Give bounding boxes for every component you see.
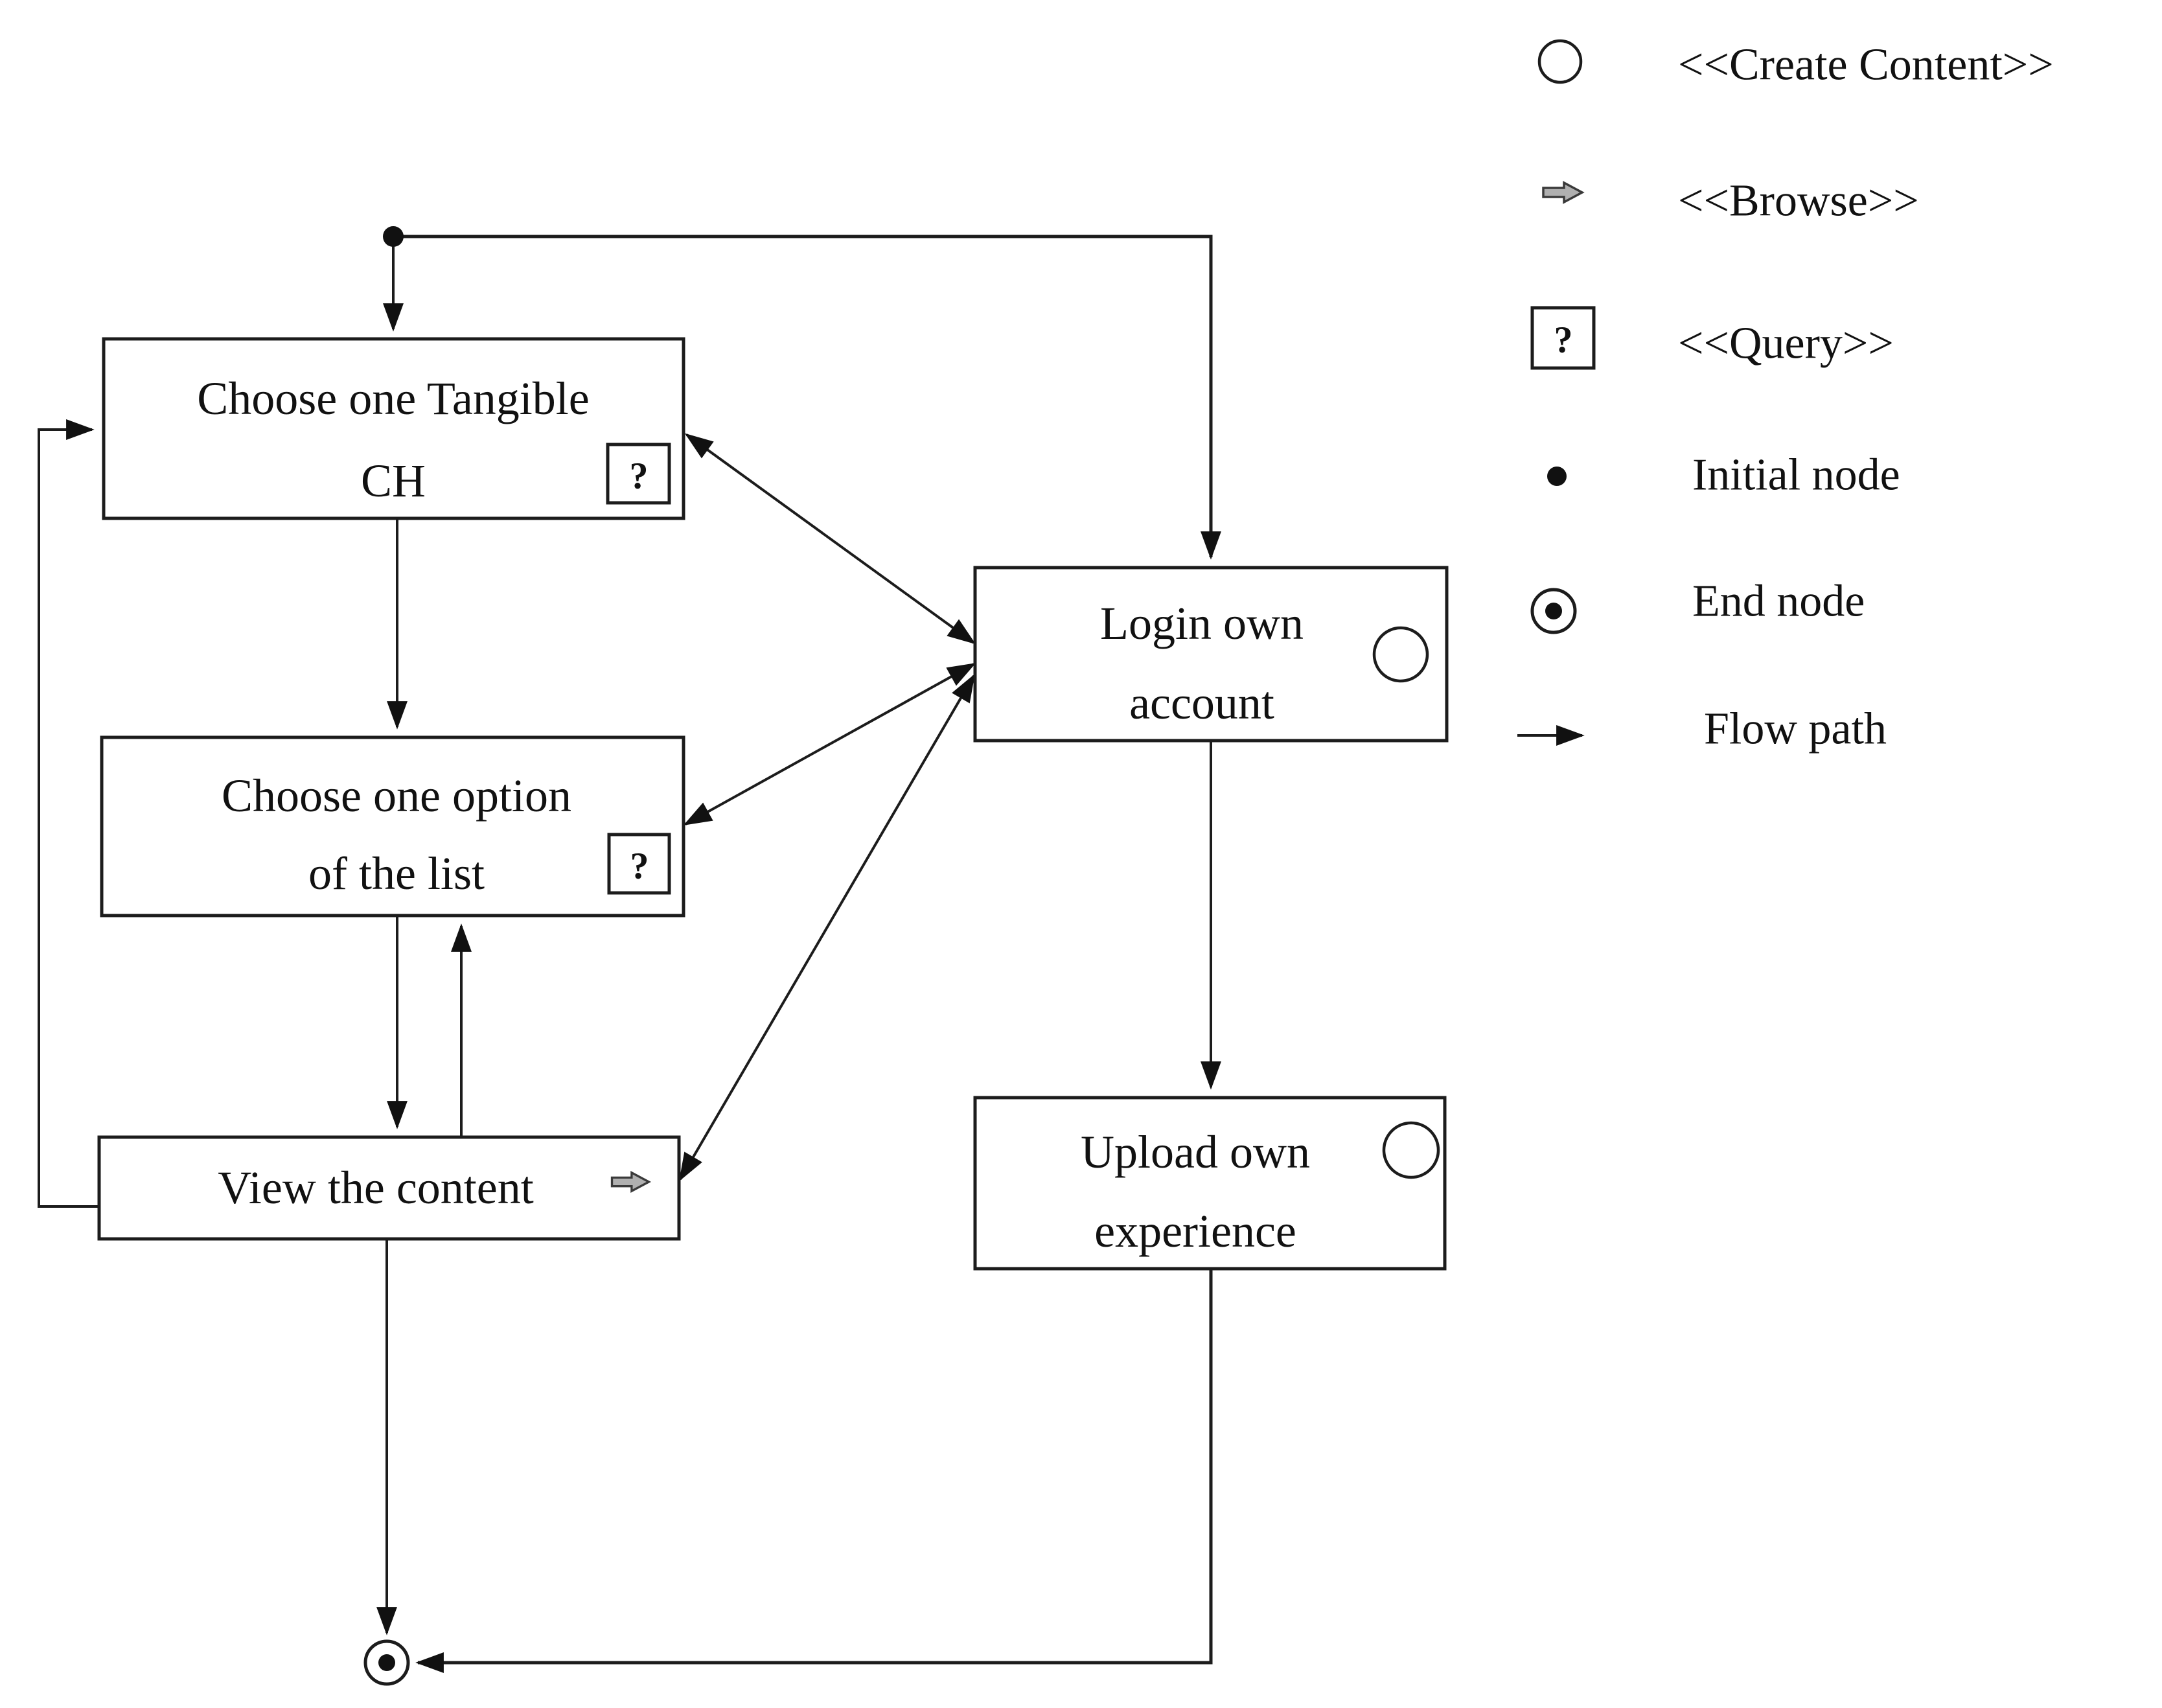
flow-paths xyxy=(38,235,1221,1673)
flow-choose-option-login-bidirectional xyxy=(683,663,976,825)
legend-label-browse: <<Browse>> xyxy=(1678,176,1919,226)
flow-initial-to-login xyxy=(393,235,1221,560)
choose-option-label-line2: of the list xyxy=(308,848,485,899)
flow-view-content-login-bidirectional xyxy=(679,673,975,1182)
legend-label-create-content: <<Create Content>> xyxy=(1678,40,2054,90)
login-label-line2: account xyxy=(1129,677,1274,729)
create-content-icon xyxy=(1382,1121,1440,1179)
initial-node-icon xyxy=(1547,467,1567,486)
legend-label-end-node: End node xyxy=(1692,577,1865,627)
browse-icon xyxy=(610,1170,652,1194)
node-choose-tangible: Choose one Tangible CH ? xyxy=(102,337,685,520)
query-icon: ? xyxy=(1530,306,1596,370)
choose-option-box xyxy=(100,735,685,917)
query-glyph: ? xyxy=(630,845,649,887)
browse-icon xyxy=(1542,181,1585,204)
upload-label-line2: experience xyxy=(1094,1205,1296,1257)
legend-row-browse: <<Browse>> xyxy=(1542,176,1919,226)
legend-row-create-content: <<Create Content>> xyxy=(1537,39,2054,90)
legend: <<Create Content>> <<Browse>> ? <<Query>… xyxy=(1517,39,2054,754)
node-view-content: View the content xyxy=(97,1135,681,1241)
legend-label-query: <<Query>> xyxy=(1678,319,1894,369)
login-label-line1: Login own xyxy=(1100,597,1304,649)
choose-tangible-box xyxy=(102,337,685,520)
query-icon: ? xyxy=(607,833,671,895)
create-content-icon xyxy=(1537,39,1583,84)
flow-choose-tangible-login-bidirectional xyxy=(684,433,976,645)
upload-label-line1: Upload own xyxy=(1081,1126,1310,1178)
query-icon: ? xyxy=(606,443,671,505)
choose-tangible-label-line2: CH xyxy=(361,455,426,507)
node-login: Login own account xyxy=(973,566,1449,743)
legend-row-initial-node: Initial node xyxy=(1547,450,1900,500)
choose-tangible-label-line1: Choose one Tangible xyxy=(197,373,590,424)
initial-node-icon xyxy=(383,226,404,247)
legend-row-query: ? <<Query>> xyxy=(1530,306,1894,370)
legend-row-flow-path: Flow path xyxy=(1517,704,1887,754)
flow-upload-to-end xyxy=(415,1269,1213,1673)
upload-box xyxy=(973,1096,1447,1271)
query-glyph: ? xyxy=(630,455,649,497)
legend-row-end-node: End node xyxy=(1530,577,1865,634)
flow-view-content-loop-to-choose-tangible xyxy=(38,419,99,1208)
query-glyph: ? xyxy=(1554,319,1573,361)
node-upload: Upload own experience xyxy=(973,1096,1447,1271)
end-node-icon xyxy=(363,1639,410,1686)
view-content-label: View the content xyxy=(218,1162,534,1214)
legend-label-initial-node: Initial node xyxy=(1692,450,1900,500)
end-node-icon xyxy=(1530,588,1577,634)
create-content-icon xyxy=(1372,626,1429,683)
node-choose-option: Choose one option of the list ? xyxy=(100,735,685,917)
login-box xyxy=(973,566,1449,743)
view-content-box xyxy=(97,1135,681,1241)
choose-option-label-line1: Choose one option xyxy=(222,770,571,822)
legend-label-flow-path: Flow path xyxy=(1704,704,1887,754)
